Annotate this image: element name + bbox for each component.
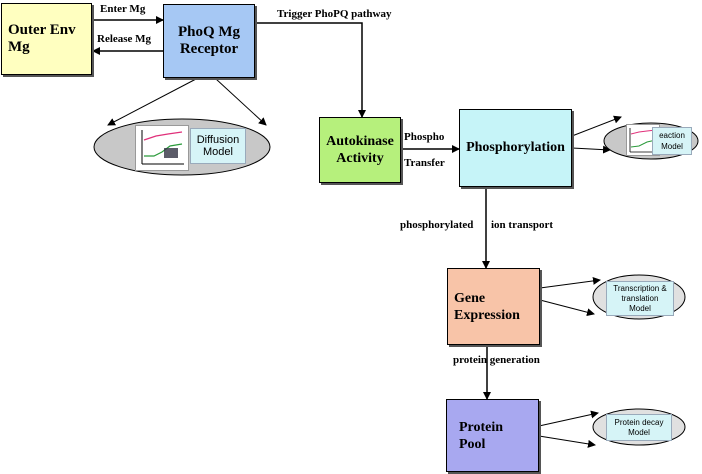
reaction-model-box: eaction Model: [652, 127, 692, 155]
transcription-model-box: Transcription & translation Model: [606, 281, 674, 316]
transcription-model-label: Transcription & translation Model: [613, 283, 667, 313]
protein-generation-label: protein generation: [453, 354, 540, 366]
autokinase-node: Autokinase Activity: [319, 117, 401, 183]
diffusion-plot-thumbnail: [135, 125, 189, 171]
diffusion-model-label: Diffusion Model: [196, 134, 240, 158]
diffusion-model-box: Diffusion Model: [190, 128, 246, 164]
phosphorylation-label: Phosphorylation: [466, 140, 565, 155]
protein-to-decay-bottom: [538, 435, 596, 448]
outer-env-node: Outer Env Mg: [1, 3, 92, 75]
release-mg-label: Release Mg: [97, 33, 152, 45]
protein-decay-model-label: Protein decay Model: [614, 417, 664, 437]
autokinase-label: Autokinase Activity: [326, 134, 394, 166]
reaction-model-label: eaction Model: [659, 131, 685, 151]
protein-pool-label: Protein Pool: [459, 419, 504, 452]
trigger-label: Trigger PhoPQ pathway: [277, 8, 392, 20]
phosphorylation-node: Phosphorylation: [459, 109, 572, 187]
trigger-arrow: [255, 22, 366, 118]
phoq-receptor-label: PhoQ Mg Receptor: [177, 24, 241, 57]
gene-to-transcription-top: [539, 276, 601, 289]
phospho-label: Phospho: [404, 131, 445, 143]
protein-to-decay-top: [538, 410, 599, 427]
phos-to-reaction-top: [571, 115, 622, 137]
gene-expression-label: Gene Expression: [454, 290, 520, 323]
protein-pool-node: Protein Pool: [446, 399, 539, 472]
outer-env-label: Outer Env Mg: [8, 22, 76, 55]
phoq-receptor-node: PhoQ Mg Receptor: [163, 4, 255, 78]
transfer-label: Transfer: [404, 157, 445, 169]
gene-to-transcription-bottom: [539, 299, 595, 317]
phos-to-reaction-bottom: [571, 145, 611, 154]
protein-decay-model-box: Protein decay Model: [606, 414, 672, 441]
gene-expression-node: Gene Expression: [447, 268, 540, 345]
receptor-to-diffusion-left: [107, 78, 197, 126]
phosphorylated-label: phosphorylated: [400, 219, 474, 231]
ion-transport-label: ion transport: [491, 219, 554, 231]
enter-mg-label: Enter Mg: [100, 3, 146, 15]
receptor-to-diffusion-right: [215, 78, 267, 126]
diffusion-plot-icon: [141, 130, 184, 165]
